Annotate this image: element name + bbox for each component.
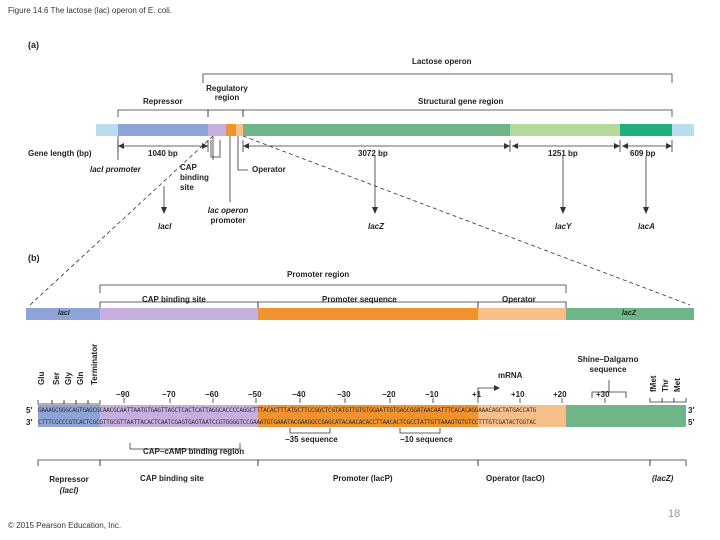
length-laca: 609 bp <box>630 149 656 158</box>
lac-operon-promoter-label: lac operon promoter <box>198 206 258 226</box>
gene-lacy-label: lacY <box>555 222 572 231</box>
gene-laci-label: lacI <box>158 222 172 231</box>
bar-laci-label: lacI <box>58 310 70 317</box>
cap-binding-site-label-b: CAP binding site <box>142 295 206 304</box>
gene-lacy-bar <box>510 124 620 136</box>
flank-left <box>96 124 118 136</box>
bottom-lacz-label: (lacZ) <box>652 474 674 483</box>
mrna-label: mRNA <box>498 371 523 380</box>
seq-bg-laci <box>38 405 100 427</box>
regulatory-region-label: Regulatory region <box>200 84 254 102</box>
three-prime-bottom: 3′ <box>26 418 33 427</box>
thr-label: Thr <box>661 379 670 392</box>
pos-label: −20 <box>382 390 396 399</box>
gene-lacz-bar <box>243 124 510 136</box>
cap-line1: CAP <box>180 163 197 172</box>
five-prime-bottom: 5′ <box>688 418 695 427</box>
seq-bg-operator <box>478 405 566 427</box>
promoter-sequence-label: Promoter sequence <box>322 295 397 304</box>
bar-lacz-label: lacZ <box>622 310 637 317</box>
figure-caption: Figure 14.6 The lactose (lac) operon of … <box>8 6 172 15</box>
lac-operon-line2: promoter <box>210 216 246 225</box>
minus10-label: −10 sequence <box>400 435 453 444</box>
fmet-label: fMet <box>649 375 658 392</box>
cap-site-bar <box>208 124 226 136</box>
bottom-repressor-label: Repressor (lacI) <box>40 474 98 496</box>
sd-line2: sequence <box>589 365 627 374</box>
gene-lacz-label: lacZ <box>368 222 385 231</box>
copyright: © 2015 Pearson Education, Inc. <box>8 521 122 530</box>
pos-label: −60 <box>205 390 219 399</box>
bottom-promoter-label: Promoter (lacP) <box>333 474 393 483</box>
operator-label-a: Operator <box>252 165 286 174</box>
sd-line1: Shine–Dalgarno <box>577 355 639 364</box>
operator-bar <box>236 124 243 136</box>
minus35-label: −35 sequence <box>285 435 338 444</box>
seq-bg-promoter <box>258 405 478 427</box>
aa-gly-label: Gly <box>64 372 73 385</box>
cap-line2: binding <box>180 173 209 182</box>
bar-promoter <box>258 308 478 320</box>
bottom-operator-label: Operator (lacO) <box>486 474 545 483</box>
pos-label: +30 <box>596 390 610 399</box>
pos-label: +10 <box>511 390 525 399</box>
pos-label: +20 <box>553 390 567 399</box>
terminator-label: Terminator <box>90 343 99 385</box>
three-prime-top: 3′ <box>688 406 695 415</box>
pos-label: −70 <box>162 390 176 399</box>
seq-bg-lacz <box>566 405 686 427</box>
aa-ser-label: Ser <box>52 372 61 385</box>
bar-cap <box>100 308 258 320</box>
aa-glu-label: Glu <box>37 371 46 385</box>
pos-label: −40 <box>292 390 306 399</box>
cap-binding-site-label: CAP binding site <box>180 163 209 193</box>
shine-dalgarno-label: Shine–Dalgarno sequence <box>565 355 651 375</box>
lac-operon-line1: lac operon <box>207 206 249 215</box>
pos-label: −30 <box>337 390 351 399</box>
lactose-operon-label: Lactose operon <box>412 57 472 66</box>
length-laci: 1040 bp <box>148 149 178 158</box>
camp-binding-label: CAP–cAMP binding region <box>143 447 245 456</box>
repressor-label: Repressor <box>143 97 183 106</box>
operator-label-b: Operator <box>502 295 536 304</box>
flank-right <box>672 124 694 136</box>
regulatory-line2: region <box>214 93 240 102</box>
gene-laca-label: lacA <box>638 222 655 231</box>
page-number: 18 <box>668 508 681 520</box>
promoter-bar <box>226 124 236 136</box>
bottom-repressor-line1: Repressor <box>49 475 89 484</box>
laci-promoter-label: lacI promoter <box>90 165 141 174</box>
length-lacy: 1251 bp <box>548 149 578 158</box>
gene-laci-bar <box>118 124 208 136</box>
length-lacz: 3072 bp <box>358 149 388 158</box>
sequence-bottom-strand: CTTTCGCCCGTCACTCGCGTTGCGTTAATTACACTCAATC… <box>38 419 537 426</box>
pos-label: −10 <box>425 390 439 399</box>
promoter-region-label: Promoter region <box>287 270 350 279</box>
structural-gene-region-label: Structural gene region <box>418 97 504 106</box>
bottom-repressor-line2: (lacI) <box>59 486 79 495</box>
seq-bg-cap <box>100 405 258 427</box>
panel-b-label: (b) <box>28 253 40 263</box>
panel-a-label: (a) <box>28 40 39 50</box>
met-label: Met <box>673 378 682 392</box>
five-prime-top: 5′ <box>26 406 33 415</box>
regulatory-line1: Regulatory <box>206 84 248 93</box>
pos-label: −50 <box>248 390 262 399</box>
gene-laca-bar <box>620 124 672 136</box>
sequence-top-strand: GAAAGCGGGCAGTGAGCGCAACGCAATTAATGTGAGTTAG… <box>38 407 537 414</box>
gene-length-label: Gene length (bp) <box>28 149 92 158</box>
bottom-cap-label: CAP binding site <box>140 474 204 483</box>
bar-lacz <box>566 308 694 320</box>
bar-operator <box>478 308 566 320</box>
caption-text: Figure 14.6 The lactose (lac) operon of … <box>8 6 172 15</box>
aa-gln-label: Gln <box>76 371 85 385</box>
cap-line3: site <box>180 183 194 192</box>
pos-label: −90 <box>116 390 130 399</box>
pos-label: +1 <box>472 390 482 399</box>
bar-laci <box>26 308 100 320</box>
